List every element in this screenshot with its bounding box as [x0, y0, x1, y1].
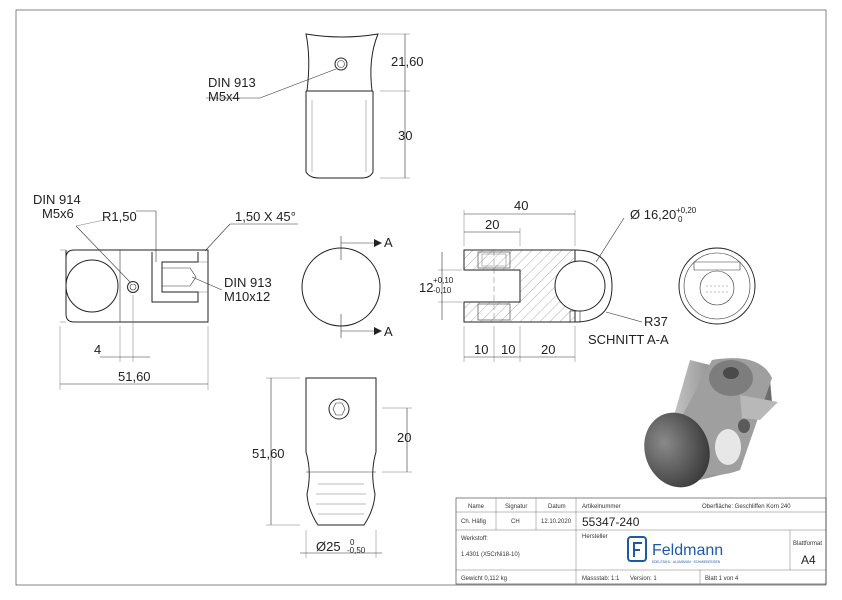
- section-radius: R37: [644, 314, 668, 329]
- top-view: DIN 913 M5x4 21,60 30: [206, 33, 424, 179]
- front-dim-upper: 20: [397, 430, 411, 445]
- tb-artikelnummer-label: Artikelnummer: [582, 504, 621, 510]
- tb-werkstoff-label: Werkstoff:: [461, 536, 488, 542]
- section-mark-bottom: A: [384, 324, 393, 339]
- section-mark-top: A: [384, 235, 393, 250]
- tb-blatt: Blatt 1 von 4: [705, 576, 739, 582]
- front-dim-tol-lower: -0,50: [347, 546, 366, 555]
- section-bottom-dim-3: 20: [541, 342, 555, 357]
- title-block: Name Signatur Datum Ch. Häfig CH 12.10.2…: [455, 497, 827, 585]
- tb-version: Version: 1: [630, 576, 657, 582]
- side-callout-b-line1: DIN 913: [224, 275, 272, 290]
- section-dim-bore: Ø 16,20: [630, 207, 676, 222]
- tb-werkstoff: 1.4301 (X5CrNi18-10): [461, 552, 520, 558]
- side-callout-a-line2: M5x6: [42, 206, 74, 221]
- side-view: DIN 914 M5x6 R1,50 1,50 X 45° DIN 913 M1…: [33, 192, 298, 390]
- section-bottom-dim-2: 10: [501, 342, 515, 357]
- section-dim-bore-tol-lower: 0: [678, 215, 683, 224]
- section-dim-slot-tol-upper: +0,10: [433, 276, 454, 285]
- section-title: SCHNITT A-A: [588, 332, 669, 347]
- circle-view: A A: [301, 235, 393, 339]
- tb-massstab: Massstab: 1:1: [582, 576, 620, 582]
- tb-blattformat-label: Blattformat: [793, 541, 822, 547]
- side-dim-small: 4: [94, 342, 101, 357]
- section-dim-slot: 12: [419, 280, 433, 295]
- front-view: 51,60 20 Ø25 0 -0,50: [252, 377, 412, 558]
- section-view: 40 20 12 +0,10 -0,10 Ø 16,20 +0,20 0 R37…: [419, 198, 697, 362]
- logo-text: Feldmann: [652, 542, 723, 559]
- front-dim-diameter: Ø25: [316, 539, 341, 554]
- tb-artikelnummer: 55347-240: [582, 515, 640, 529]
- tb-row-name: Ch. Häfig: [461, 519, 486, 525]
- front-dim-height: 51,60: [252, 446, 285, 461]
- end-view: [678, 247, 756, 325]
- tb-row-signatur: CH: [511, 519, 520, 525]
- section-dim-slot-tol-lower: -0,10: [433, 286, 452, 295]
- section-dim-inner: 20: [485, 217, 499, 232]
- top-dim-lower: 30: [398, 128, 412, 143]
- tb-hersteller-label: Hersteller: [582, 534, 608, 540]
- tb-oberflaeche: Oberfläche: Geschliffen Korn 240: [702, 504, 791, 510]
- side-callout-b-line2: M10x12: [224, 289, 270, 304]
- section-dim-total: 40: [514, 198, 528, 213]
- top-dim-upper: 21,60: [391, 54, 424, 69]
- logo-tagline: EDELSTAHL · ALUMINIUM · SCHMIEDEEISEN: [652, 560, 721, 564]
- top-callout-line2: M5x4: [208, 89, 240, 104]
- tb-col-signatur: Signatur: [505, 504, 527, 510]
- side-chamfer: 1,50 X 45°: [235, 209, 296, 224]
- tb-col-name: Name: [468, 504, 485, 510]
- section-dim-bore-tol-upper: +0,20: [676, 206, 697, 215]
- top-callout-line1: DIN 913: [208, 75, 256, 90]
- tb-gewicht: Gewicht 0,112 kg: [461, 576, 507, 582]
- front-dim-tol-upper: 0: [350, 538, 355, 547]
- part-3d-render: [644, 358, 778, 488]
- side-radius: R1,50: [102, 209, 137, 224]
- tb-row-datum: 12.10.2020: [541, 519, 572, 525]
- sheet-border: [15, 9, 827, 586]
- side-dim-length: 51,60: [118, 369, 151, 384]
- tb-blattformat: A4: [801, 553, 816, 567]
- tb-col-datum: Datum: [548, 504, 566, 510]
- section-bottom-dim-1: 10: [474, 342, 488, 357]
- side-callout-a-line1: DIN 914: [33, 192, 81, 207]
- feldmann-logo: Feldmann EDELSTAHL · ALUMINIUM · SCHMIED…: [627, 536, 723, 564]
